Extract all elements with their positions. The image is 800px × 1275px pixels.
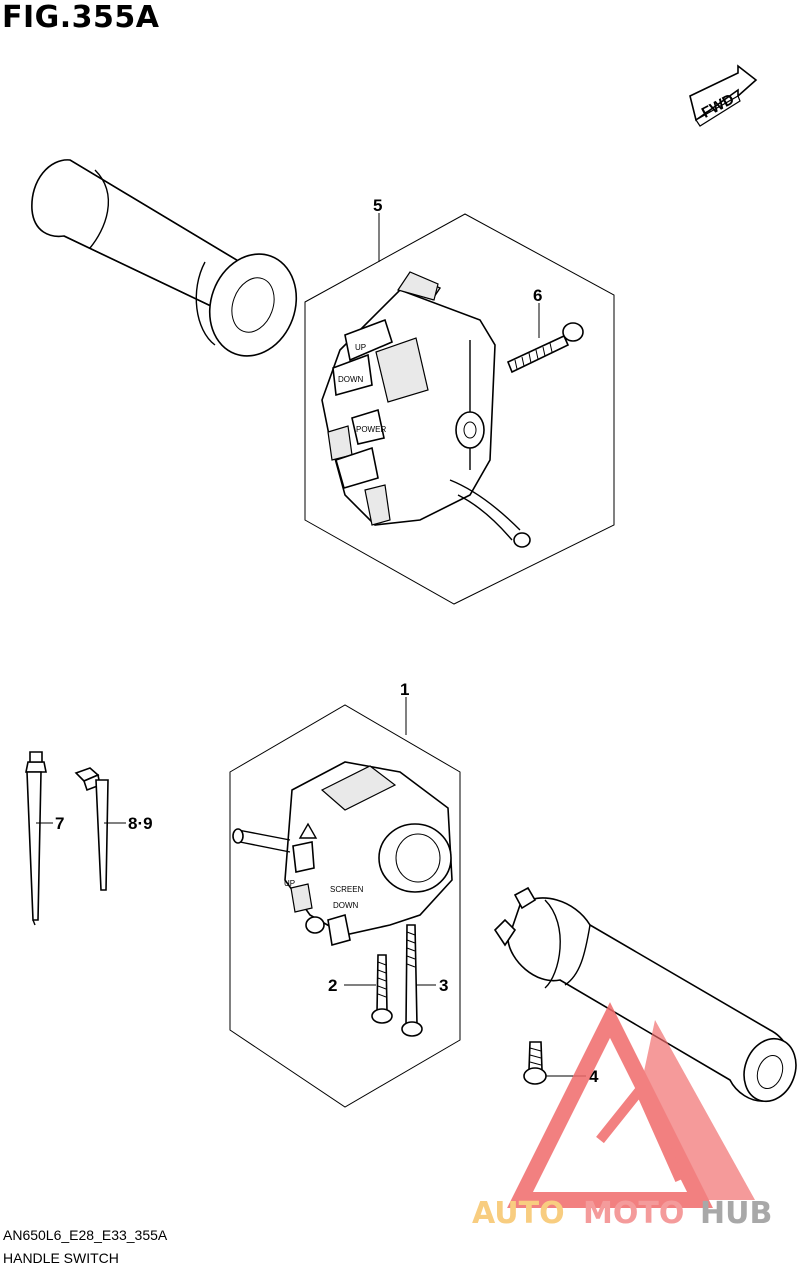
svg-text:2: 2	[328, 976, 337, 995]
screen-label: SCREEN	[330, 885, 364, 894]
up-button-label: UP	[355, 343, 366, 352]
callout-7: 7	[36, 814, 64, 833]
screw-6	[506, 322, 584, 374]
svg-text:5: 5	[373, 196, 382, 215]
watermark-auto: AUTO	[472, 1196, 565, 1231]
cable-tie-7	[25, 751, 47, 926]
watermark-moto: MOTO	[583, 1196, 684, 1231]
switch-assembly-5-frame	[304, 213, 615, 605]
clamp-8-9	[74, 767, 109, 891]
watermark-logo: AUTO MOTO HUB	[472, 1002, 772, 1231]
up-small-label: UP	[284, 879, 295, 888]
right-throttle-grip	[493, 886, 797, 1103]
model-code: AN650L6_E28_E33_355A	[3, 1227, 168, 1243]
svg-text:7: 7	[55, 814, 64, 833]
callout-6: 6	[533, 286, 542, 338]
right-handle-switch-assembly: UP DOWN POWER	[321, 271, 531, 548]
screw-2	[371, 954, 393, 1024]
switch-assembly-1-frame	[229, 704, 461, 1108]
svg-text:8·9: 8·9	[128, 814, 153, 833]
callout-5: 5	[373, 196, 382, 262]
left-handle-switch-assembly: SCREEN UP DOWN	[232, 761, 453, 947]
callout-3: 3	[417, 976, 448, 995]
down-small-label: DOWN	[333, 901, 359, 910]
power-button-label: POWER	[356, 425, 386, 434]
callout-2: 2	[328, 976, 376, 995]
callout-8-9: 8·9	[104, 814, 153, 833]
svg-text:6: 6	[533, 286, 542, 305]
left-grip	[31, 159, 298, 357]
watermark-hub: HUB	[700, 1196, 772, 1231]
callout-1: 1	[400, 680, 409, 735]
svg-text:1: 1	[400, 680, 409, 699]
down-button-label: DOWN	[338, 375, 364, 384]
screw-3	[401, 924, 423, 1037]
figure-title: FIG.355A	[2, 0, 160, 35]
svg-text:4: 4	[589, 1067, 599, 1086]
svg-text:3: 3	[439, 976, 448, 995]
figure-name: HANDLE SWITCH	[3, 1250, 119, 1266]
fwd-direction-badge: FWD	[689, 64, 758, 127]
screw-4	[523, 1041, 547, 1085]
